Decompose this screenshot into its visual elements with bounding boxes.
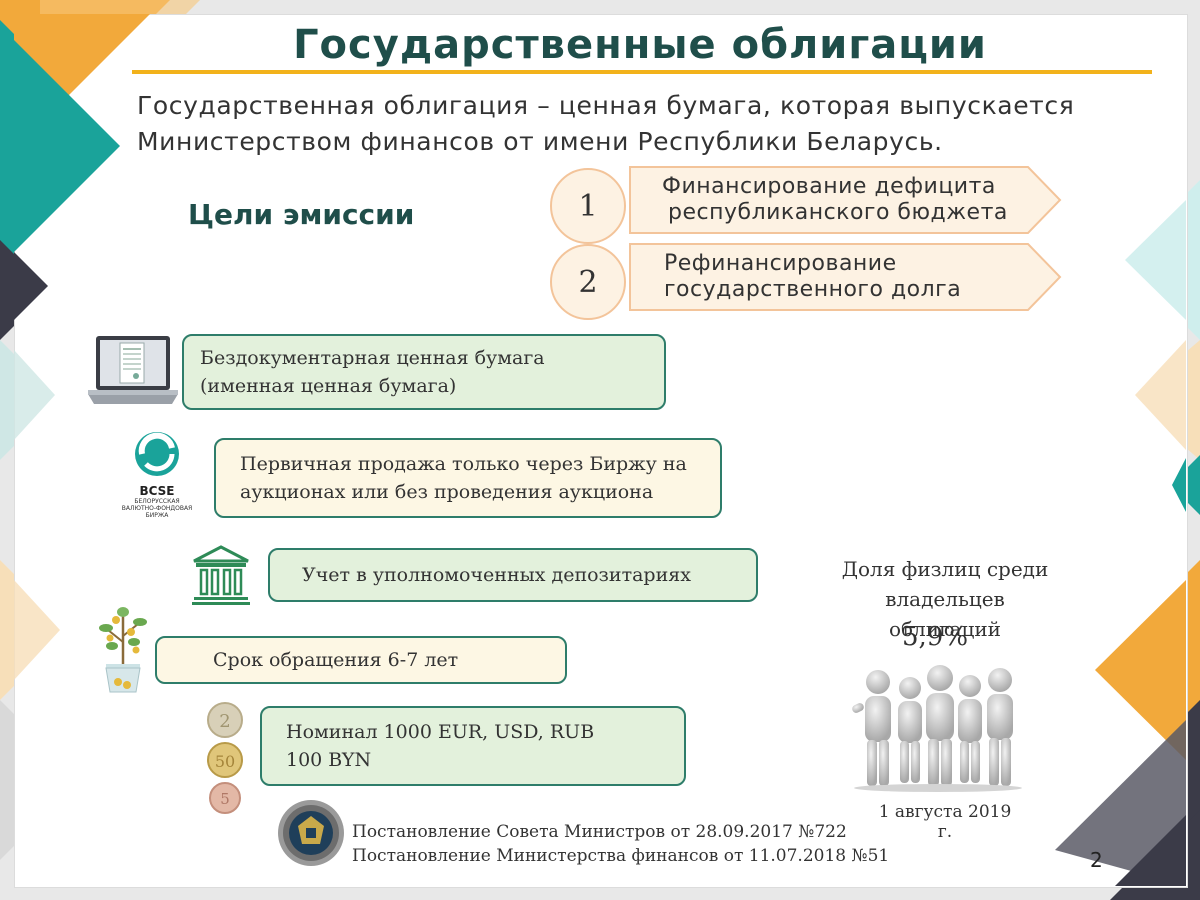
goals-heading: Цели эмиссии xyxy=(188,198,415,231)
goal-2-number: 2 xyxy=(550,244,626,320)
laptop-icon xyxy=(88,336,178,404)
feature-5-line-1: Номинал 1000 EUR, USD, RUB xyxy=(286,721,595,743)
title-underline xyxy=(132,70,1152,74)
feature-box-5: Номинал 1000 EUR, USD, RUB 100 BYN xyxy=(260,706,686,786)
bcse-name-line-3: БИРЖА xyxy=(145,512,169,519)
goal-2-text: Рефинансирование государственного долга xyxy=(664,251,961,303)
legal-references: Постановление Совета Министров от 28.09.… xyxy=(352,820,889,868)
definition-line-1: Государственная облигация – ценная бумаг… xyxy=(137,91,1075,120)
definition-line-2: Министерством финансов от имени Республи… xyxy=(137,127,943,156)
bcse-name-line-2: ВАЛЮТНО-ФОНДОВАЯ xyxy=(121,505,193,512)
coins-icon: 2 50 5 xyxy=(207,702,243,814)
people-group-icon xyxy=(852,665,1022,792)
reference-line-1: Постановление Совета Министров от 28.09.… xyxy=(352,822,847,842)
feature-5-line-2: 100 BYN xyxy=(286,749,372,771)
feature-3-line-1: Учет в уполномоченных депозитариях xyxy=(302,564,691,586)
individuals-share-value: 5,9% xyxy=(901,622,969,652)
goal-1-line-2: республиканского бюджета xyxy=(668,200,1008,225)
goal-2-line-2: государственного долга xyxy=(664,277,962,302)
goal-1-number: 1 xyxy=(550,168,626,244)
individuals-share-caption: Доля физлиц среди владельцев облигаций xyxy=(830,554,1060,644)
goal-1-arrow xyxy=(629,166,1062,234)
svg-text:50: 50 xyxy=(215,752,235,771)
feature-1-line-2: (именная ценная бумага) xyxy=(200,375,457,397)
money-tree-icon xyxy=(99,607,147,693)
bank-building-icon xyxy=(192,545,250,605)
page-number: 2 xyxy=(1090,848,1103,872)
feature-2-line-1: Первичная продажа только через Биржу на xyxy=(240,453,687,475)
feature-box-2: Первичная продажа только через Биржу на … xyxy=(214,438,722,518)
feature-4-line-1: Срок обращения 6-7 лет xyxy=(213,649,459,671)
reference-line-2: Постановление Министерства финансов от 1… xyxy=(352,846,890,866)
feature-box-1: Бездокументарная ценная бумага (именная … xyxy=(182,334,666,410)
goal-1-text: Финансирование дефицита республиканского… xyxy=(662,174,1008,226)
share-caption-line-2: владельцев облигаций xyxy=(885,587,1005,641)
bcse-abbr: BCSE xyxy=(139,484,175,498)
feature-box-3: Учет в уполномоченных депозитариях xyxy=(268,548,758,602)
goal-2-arrow xyxy=(629,243,1062,311)
ministry-emblem-icon xyxy=(278,800,344,866)
bcse-name: БЕЛОРУССКАЯ ВАЛЮТНО-ФОНДОВАЯ БИРЖА xyxy=(112,498,202,519)
definition-text: Государственная облигация – ценная бумаг… xyxy=(137,88,1177,160)
goal-1-line-1: Финансирование дефицита xyxy=(662,174,996,199)
svg-text:2: 2 xyxy=(219,711,230,732)
slide-title: Государственные облигации xyxy=(293,22,987,68)
bcse-name-line-1: БЕЛОРУССКАЯ xyxy=(134,498,180,505)
feature-2-line-2: аукционах или без проведения аукциона xyxy=(240,481,654,503)
feature-box-4: Срок обращения 6-7 лет xyxy=(155,636,567,684)
feature-1-line-1: Бездокументарная ценная бумага xyxy=(200,347,545,369)
bcse-logo: BCSE БЕЛОРУССКАЯ ВАЛЮТНО-ФОНДОВАЯ БИРЖА xyxy=(112,424,202,522)
goal-2-line-1: Рефинансирование xyxy=(664,251,897,276)
svg-text:5: 5 xyxy=(220,790,230,808)
share-caption-line-1: Доля физлиц среди xyxy=(841,557,1049,581)
bcse-emblem-icon xyxy=(135,432,179,476)
share-date: 1 августа 2019 г. xyxy=(878,802,1012,842)
